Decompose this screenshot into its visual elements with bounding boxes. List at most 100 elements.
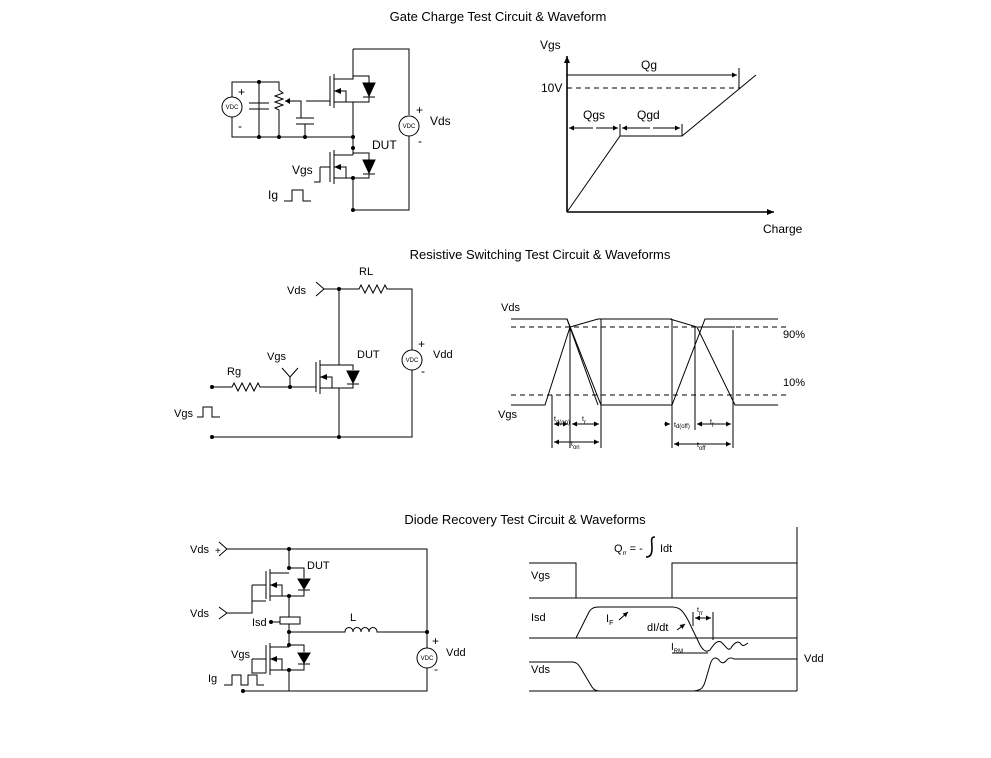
dw-isd-label: Isd	[531, 612, 546, 624]
res-rg-resistor	[212, 381, 316, 393]
dw-irm-i: I	[671, 642, 674, 653]
svg-text:trr: trr	[697, 607, 703, 617]
res-vdd-plus: +	[418, 337, 425, 351]
res-dut-label: DUT	[357, 349, 380, 361]
rw-tr-t: t	[582, 416, 584, 423]
dr-vdd-source	[416, 647, 438, 669]
gate-charge-title: Gate Charge Test Circuit & Waveform	[390, 9, 607, 24]
gate-vds-vdc-label: VDC	[403, 124, 416, 130]
gc-10v-label: 10V	[541, 81, 562, 95]
rw-tdon-t: t	[554, 416, 556, 423]
dw-vgs-wave	[529, 562, 797, 599]
dw-qrr-sub: rr	[623, 551, 627, 557]
res-vds-terminal	[315, 281, 339, 297]
dr-inductor-label: L	[350, 612, 356, 624]
gc-qgd-label: Qgd	[637, 108, 660, 122]
gate-vds-minus: -	[418, 134, 422, 148]
gc-qg-label: Qg	[641, 58, 657, 72]
rw-90-label: 90%	[783, 329, 805, 341]
gate-vds-label: Vds	[430, 114, 451, 128]
gate-potentiometer	[259, 81, 285, 137]
dw-qrr-idt: Idt	[660, 543, 672, 555]
svg-text:tf: tf	[710, 419, 714, 429]
dw-integral-sign	[645, 536, 656, 558]
gate-charge-circuit: VDC + - VDC + Vds - DUT	[221, 48, 451, 212]
gate-capacitor-1	[249, 82, 269, 137]
res-vgs-probe	[281, 367, 299, 387]
res-vdc-label: VDC	[406, 358, 419, 364]
dw-trr-sub: rr	[699, 611, 703, 617]
gate-vdc-label: VDC	[226, 105, 239, 111]
dw-if-sub: F	[609, 620, 613, 627]
dr-vdd-minus: -	[434, 662, 438, 676]
gate-vdc-source	[221, 96, 243, 118]
svg-text:IRM: IRM	[671, 642, 683, 655]
gate-wiper-wire	[292, 100, 330, 118]
rw-timing-guides	[551, 319, 734, 448]
gate-vds-plus: +	[416, 103, 423, 117]
rw-tf-t: t	[710, 419, 712, 426]
dr-ig-label: Ig	[208, 673, 217, 685]
resistive-waveform: Vds Vgs 90% 10% td(on) tr ton td(off) tf	[498, 302, 805, 452]
gate-ig-pulse-symbol	[284, 189, 311, 202]
gate-ig-label: Ig	[268, 188, 278, 202]
gate-vgs-label: Vgs	[292, 163, 313, 177]
res-rg-label: Rg	[227, 366, 241, 378]
rw-ton-t: t	[571, 441, 573, 448]
dr-isd-label: Isd	[252, 617, 267, 629]
gate-capacitor-2	[296, 117, 314, 137]
diode-circuit: Vds + DUT Vds Isd L VDC + Vdd -	[190, 541, 466, 693]
rw-tdoff-t: t	[674, 422, 676, 429]
diode-recovery-title: Diode Recovery Test Circuit & Waveforms	[404, 512, 646, 527]
resistive-circuit: Vds RL VDC + Vdd - DUT Vgs Rg Vgs	[174, 266, 453, 439]
dw-didt-label: dI/dt	[647, 622, 668, 634]
dr-vdd-plus: +	[432, 634, 439, 648]
svg-text:Qrr = -: Qrr = -	[614, 543, 643, 557]
rw-toff-sub: off	[699, 446, 706, 452]
dr-vds-mid-label: Vds	[190, 608, 209, 620]
res-dut-mosfet	[315, 360, 360, 437]
gc-vgs-curve	[566, 74, 757, 213]
rw-vds-label: Vds	[501, 302, 520, 314]
rw-vgs-wave	[511, 318, 740, 406]
dr-vgs-label: Vgs	[231, 649, 250, 661]
dw-isd-wave	[529, 606, 749, 652]
dr-inductor	[289, 627, 427, 633]
res-vdd-minus: -	[421, 364, 425, 378]
rw-vds-wave	[511, 318, 735, 406]
gate-dut-mosfet	[320, 148, 376, 210]
dr-isd-sense	[279, 616, 301, 625]
rw-tdon-sub: d(on)	[556, 420, 570, 426]
dw-vds-wave	[529, 657, 797, 692]
res-vdd-label: Vdd	[433, 349, 453, 361]
res-rl-label: RL	[359, 266, 373, 278]
gc-x-axis-label: Charge	[763, 222, 803, 236]
dr-top-rail	[218, 541, 428, 692]
rw-tdoff-sub: d(off)	[676, 424, 690, 430]
res-load-loop	[212, 283, 413, 438]
rw-10-label: 10%	[783, 377, 805, 389]
res-vdd-source	[401, 349, 423, 371]
dr-dut-label: DUT	[307, 560, 330, 572]
dw-if-i: I	[606, 613, 609, 625]
dr-vds-top-label: Vds	[190, 544, 209, 556]
dw-trr-t: t	[697, 607, 699, 614]
gate-charge-waveform: Vgs Charge 10V Qg Qgs Qgd	[540, 38, 803, 236]
rw-tf-sub: f	[712, 423, 714, 429]
rw-ton-sub: on	[573, 445, 580, 451]
rw-toff-t: t	[697, 442, 699, 449]
dr-dut-mosfet	[252, 549, 311, 617]
svg-text:td(on): td(on)	[554, 416, 570, 426]
res-vds-label: Vds	[287, 285, 306, 297]
gc-qgs-label: Qgs	[583, 108, 605, 122]
dr-vdd-label: Vdd	[446, 647, 466, 659]
resistive-switching-title: Resistive Switching Test Circuit & Wavef…	[410, 247, 671, 262]
dw-vgs-label: Vgs	[531, 570, 550, 582]
svg-text:toff: toff	[697, 442, 706, 452]
dr-lower-mosfet	[252, 643, 311, 691]
gate-vdc-minus: -	[238, 119, 242, 133]
gate-upper-mosfet	[329, 49, 376, 128]
dw-vds-label: Vds	[531, 664, 550, 676]
dw-irm-sub: RM	[674, 649, 683, 655]
